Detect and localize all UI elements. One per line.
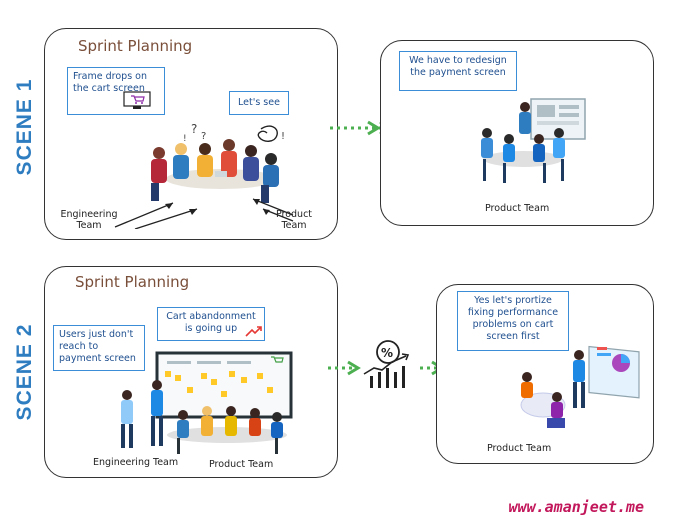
scene-2-result-bubble-text: Yes let's prortize fixing performance pr… xyxy=(467,295,559,342)
svg-text:!: ! xyxy=(281,131,285,142)
presentation-illustration-1 xyxy=(481,98,586,183)
scene-2-result-caption: Product Team xyxy=(487,443,552,454)
percent-growth-icon: % xyxy=(363,340,410,388)
scene-1-result-bubble-text: We have to redesign the payment screen xyxy=(409,55,507,78)
scene-1-product-caption: Product Team xyxy=(269,209,319,231)
scene-1-label: SCENE 1 xyxy=(13,78,36,176)
scene-2-label: SCENE 2 xyxy=(13,323,36,421)
scene-1-bubble-frame-drops-text: Frame drops on the cart screen xyxy=(73,71,147,94)
scene-1-pointer-arrows xyxy=(114,198,294,229)
scene-2-result-bubble: Yes let's prortize fixing performance pr… xyxy=(457,291,569,351)
svg-text:!: ! xyxy=(183,134,187,144)
scene-1-bubble-lets-see: Let's see xyxy=(229,91,289,115)
scene-1-bubble-lets-see-text: Let's see xyxy=(238,97,280,108)
scene-2-engineering-caption: Engineering Team xyxy=(93,457,179,468)
whiteboard-meeting-illustration xyxy=(121,351,293,454)
trend-up-icon xyxy=(245,326,262,337)
scene-2-product-caption: Product Team xyxy=(209,459,274,470)
scene-1-result-panel: We have to redesign the payment screen P… xyxy=(380,40,654,226)
presentation-illustration-2 xyxy=(520,345,640,428)
scene-2-bubble-users-text: Users just don't reach to payment screen xyxy=(59,329,136,364)
scene-1-result-caption: Product Team xyxy=(485,203,550,214)
svg-text:%: % xyxy=(381,346,393,360)
scene-2-panel: Sprint Planning Users just don't reach t… xyxy=(44,266,338,478)
scene-2-result-panel: Yes let's prortize fixing performance pr… xyxy=(436,284,654,464)
svg-text:?: ? xyxy=(191,122,197,136)
scene-2-bubble-users: Users just don't reach to payment screen xyxy=(53,325,145,371)
cart-screen-icon xyxy=(123,91,151,109)
scene-1-panel: Sprint Planning Frame drops on the cart … xyxy=(44,28,338,240)
scene-2-title: Sprint Planning xyxy=(75,273,190,291)
scene-1-bubble-frame-drops: Frame drops on the cart screen xyxy=(67,67,165,115)
svg-text:?: ? xyxy=(201,131,206,142)
meeting-illustration-1: ? ? ! ! xyxy=(151,122,285,203)
scene-1-result-bubble: We have to redesign the payment screen xyxy=(399,51,517,91)
scene-1-engineering-caption-text: Engineering Team xyxy=(60,209,118,231)
scene-1-title: Sprint Planning xyxy=(78,37,193,55)
website-link[interactable]: www.amanjeet.me xyxy=(508,498,644,516)
scene-1-product-caption-text: Product Team xyxy=(275,209,313,231)
scene-2-bubble-cart-text: Cart abandonment is going up xyxy=(166,311,256,334)
scene-1-engineering-caption: Engineering Team xyxy=(59,209,119,231)
